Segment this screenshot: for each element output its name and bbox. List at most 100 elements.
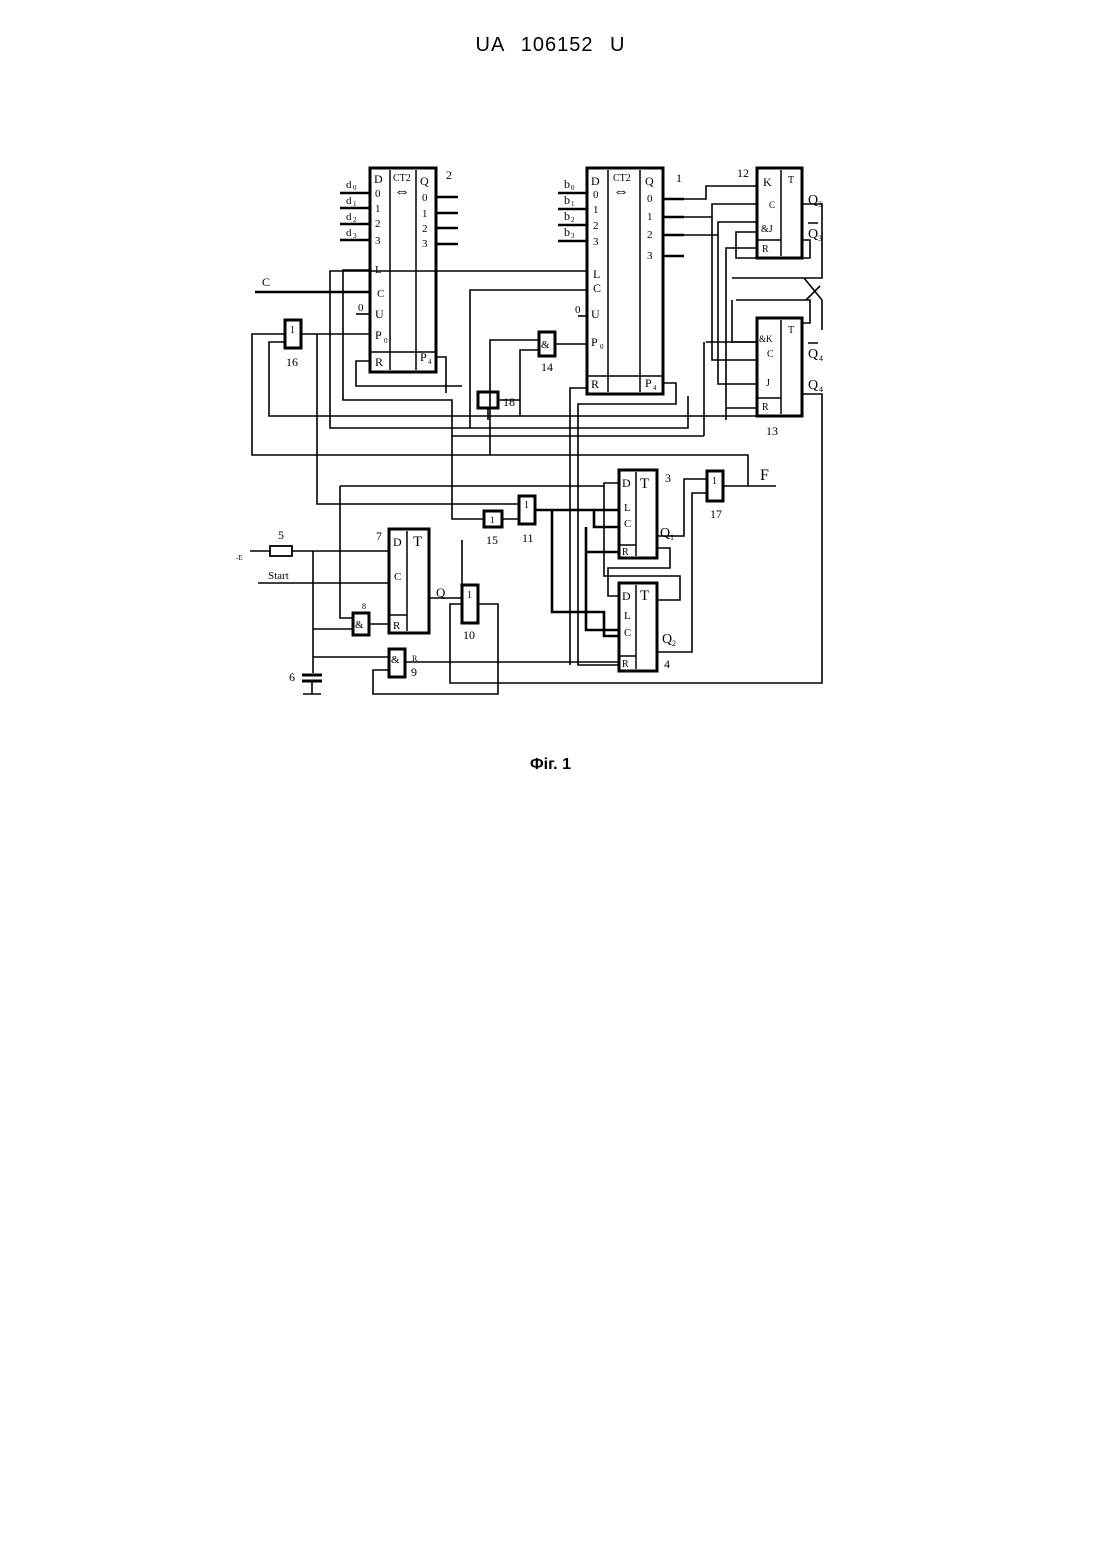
svg-text:b: b	[564, 177, 570, 191]
d-trigger-4: D L C R T 4	[619, 583, 670, 671]
svg-text:T: T	[640, 588, 649, 604]
start-label: Start	[268, 570, 289, 582]
svg-text:C: C	[593, 281, 601, 295]
or-gate-11: 1 11	[519, 496, 535, 545]
svg-text:4: 4	[653, 384, 657, 392]
svg-text:U: U	[375, 307, 384, 321]
svg-text:0: 0	[358, 302, 364, 314]
svg-text:0: 0	[422, 192, 428, 204]
svg-text:3: 3	[422, 238, 428, 250]
counter-2: CT2 ⇔ D 0 1 2 3 L C U P 0 R Q 0 1 2 3 P …	[370, 168, 452, 372]
d-trigger-7: D C R T 7	[376, 529, 429, 633]
svg-text:T: T	[788, 325, 794, 336]
figure-caption: Фіг. 1	[0, 756, 1101, 774]
svg-text:2: 2	[672, 639, 676, 648]
label-5: 5	[278, 528, 284, 542]
svg-text:0: 0	[571, 184, 575, 192]
svg-text:J: J	[766, 378, 770, 389]
svg-text:R: R	[591, 377, 599, 391]
svg-text:3: 3	[353, 232, 357, 240]
svg-text:D: D	[622, 476, 631, 490]
svg-text:P: P	[420, 350, 427, 364]
and-gate-9: & R 9	[389, 649, 418, 679]
svg-text:L: L	[624, 502, 631, 514]
svg-text:L: L	[624, 610, 631, 622]
svg-text:Q: Q	[662, 632, 672, 647]
label-2: 2	[446, 168, 452, 182]
label-18: 18	[503, 395, 515, 409]
svg-text:C: C	[624, 627, 631, 639]
or-gate-16: 1 16	[285, 320, 301, 369]
and-gate-8: & 8	[353, 602, 369, 635]
svg-text:1: 1	[571, 200, 575, 208]
svg-text:C: C	[769, 200, 775, 210]
svg-text:1: 1	[353, 200, 357, 208]
svg-text:4: 4	[819, 385, 823, 394]
svg-text:R: R	[393, 620, 401, 632]
svg-text:R: R	[375, 355, 383, 369]
svg-text:2: 2	[353, 216, 357, 224]
label-11: 11	[522, 531, 534, 545]
svg-text:R: R	[762, 402, 769, 413]
svg-text:b: b	[564, 209, 570, 223]
d-trigger-3: D L C R T 3	[619, 470, 671, 558]
d-inputs: d0 d1 d2 d3	[340, 179, 370, 240]
svg-text:3: 3	[593, 236, 599, 248]
svg-text:3: 3	[375, 235, 381, 247]
svg-text:Q: Q	[808, 378, 818, 393]
svg-text:L: L	[375, 264, 382, 276]
svg-text:d: d	[346, 195, 352, 207]
svg-text:4: 4	[428, 358, 432, 366]
svg-text:Q: Q	[808, 347, 818, 362]
svg-text:Q: Q	[645, 174, 654, 188]
svg-text:0: 0	[375, 188, 381, 200]
svg-text:D: D	[622, 589, 631, 603]
svg-text:Q: Q	[420, 174, 429, 188]
svg-text:b: b	[564, 225, 570, 239]
label-9: 9	[411, 665, 417, 679]
jk-flipflop-12: K C &J R T 12	[737, 166, 802, 258]
svg-text:3: 3	[571, 232, 575, 240]
svg-text:Q: Q	[808, 193, 818, 208]
capacitor-6: 6	[289, 551, 322, 694]
svg-text:T: T	[788, 175, 794, 186]
svg-text:4: 4	[819, 354, 823, 363]
svg-text:1: 1	[422, 208, 428, 220]
svg-text:-E: -E	[236, 554, 243, 562]
svg-text:1: 1	[524, 500, 529, 511]
label-10: 10	[463, 628, 475, 642]
svg-text:P: P	[375, 328, 382, 342]
svg-text:P: P	[591, 335, 598, 349]
label-6: 6	[289, 670, 295, 684]
svg-text:b: b	[564, 193, 570, 207]
svg-text:0: 0	[384, 337, 388, 345]
counter-1: CT2 ⇔ D 0 1 2 3 L C U P 0 R Q 0 1 2 3 P …	[587, 168, 682, 394]
resistor-5: 5	[270, 528, 292, 556]
svg-text:d: d	[346, 211, 352, 223]
label-1: 1	[676, 171, 682, 185]
arrow-both-icon: ⇔	[613, 183, 629, 200]
svg-text:R: R	[622, 547, 629, 558]
svg-text:D: D	[374, 172, 383, 186]
svg-text:&: &	[391, 654, 400, 666]
label-15: 15	[486, 533, 498, 547]
label-8: 8	[362, 602, 366, 611]
svg-text:R: R	[622, 659, 629, 670]
arrow-both-icon: ⇔	[394, 183, 410, 200]
svg-text:C: C	[377, 288, 384, 300]
element-15: 1 15	[484, 511, 502, 547]
svg-text:2: 2	[647, 229, 653, 241]
label-12: 12	[737, 166, 749, 180]
svg-text:0: 0	[600, 343, 604, 351]
or-gate-17: 1 17	[707, 471, 723, 521]
label-13: 13	[766, 424, 778, 438]
svg-text:C: C	[767, 349, 774, 360]
svg-text:2: 2	[593, 220, 599, 232]
svg-text:C: C	[624, 518, 631, 530]
svg-text:1: 1	[490, 515, 495, 525]
output-F-label: F	[760, 467, 769, 484]
svg-text:1: 1	[375, 203, 381, 215]
label-14: 14	[541, 360, 553, 374]
input-C-label: C	[262, 275, 270, 289]
